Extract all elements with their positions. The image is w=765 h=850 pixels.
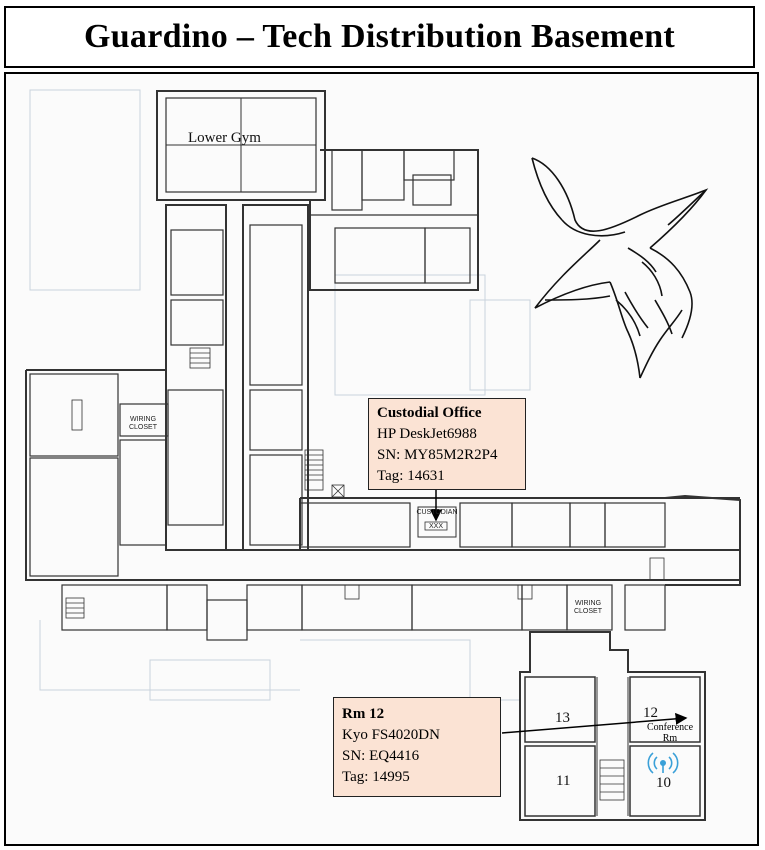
room-12-label: 12 [643,705,658,721]
stairs [65,347,665,801]
room-11-label: 11 [556,773,571,789]
custodial-callout-heading: Custodial Office [377,405,482,421]
wifi-access-point-icon [647,752,679,774]
rm12-callout: Rm 12 Kyo FS4020DN SN: EQ4416 Tag: 14995 [333,697,501,797]
custodian-label: CUSTODIAN [416,509,458,516]
rm12-callout-tag: Tag: 14995 [342,769,410,785]
custodian-room [417,506,457,538]
title-box: Guardino – Tech Distribution Basement [4,6,755,68]
custodial-callout-tag: Tag: 14631 [377,468,445,484]
lower-gym-outline [156,90,326,201]
rm12-callout-serial: SN: EQ4416 [342,748,420,764]
conference-line2: Rm [662,733,678,744]
faded-plan-lines [29,89,531,701]
lower-gym-label: Lower Gym [188,130,261,146]
wiring-closet-1-line2: CLOSET [128,424,157,431]
wiring-closet-1-line1: WIRING [129,416,157,423]
rm12-callout-printer: Kyo FS4020DN [342,727,440,743]
wiring-closet-label-2: WIRING CLOSET [568,600,608,616]
custodian-box-label: XXX [428,523,443,530]
custodial-callout-printer: HP DeskJet6988 [377,426,477,442]
wiring-closet-2-line1: WIRING [574,600,602,607]
wiring-closet-label-1: WIRING CLOSET [122,416,164,432]
viking-helmet-logo [531,157,709,379]
rm12-callout-heading: Rm 12 [342,706,385,722]
page-title: Guardino – Tech Distribution Basement [83,18,676,55]
building-walls [25,90,741,821]
wiring-closet-2-line2: CLOSET [573,608,602,615]
conference-line1: Conference [646,722,694,733]
rm12-arrow [501,712,688,734]
room-13-label: 13 [555,710,570,726]
room-10-label: 10 [656,775,671,791]
conference-room-label: Conference Rm [638,722,702,744]
custodial-office-callout: Custodial Office HP DeskJet6988 SN: MY85… [368,398,526,490]
custodial-callout-serial: SN: MY85M2R2P4 [377,447,498,463]
custodian-box [424,521,448,531]
